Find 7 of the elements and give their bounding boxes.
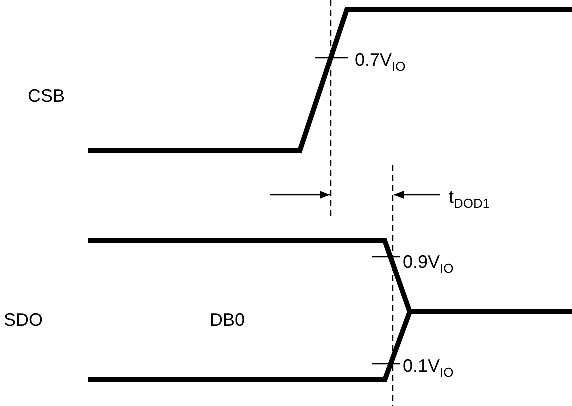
signal-name: CSB (28, 86, 66, 106)
threshold-label: 0.1V$_{IO}$ (403, 356, 454, 376)
signal-name: SDO (4, 310, 44, 330)
timing-label: t$_{DOD1}$ (449, 187, 490, 207)
threshold-label: 0.7V$_{IO}$ (355, 50, 406, 70)
data-bit-label: DB0 (210, 310, 246, 330)
threshold-label: 0.9V$_{IO}$ (403, 252, 454, 272)
